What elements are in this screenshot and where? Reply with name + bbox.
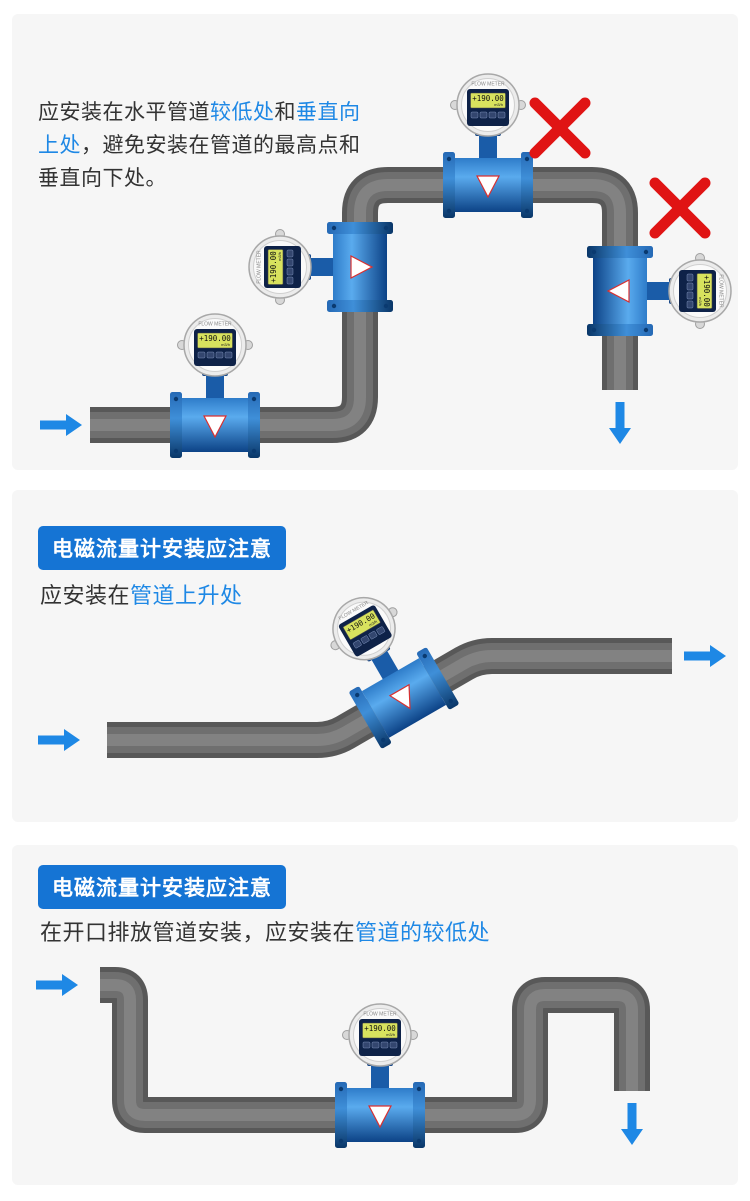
pipe-run xyxy=(100,967,650,1133)
desc-part: ，避免安装在管道的最高点和垂直向下处。 xyxy=(38,134,361,190)
pipe-diagram-positions xyxy=(40,73,732,459)
panel-install-positions: 应安装在水平管道较低处和垂直向上处，避免安装在管道的最高点和垂直向下处。 xyxy=(12,14,738,470)
pipe-diagram-discharge xyxy=(36,967,650,1149)
pipe-run xyxy=(90,167,638,443)
desc-part-highlight: 较低处 xyxy=(210,101,275,124)
panel-open-discharge: 电磁流量计安装应注意 在开口排放管道安装，应安装在管道的较低处 xyxy=(12,845,738,1185)
flow-arrow-right-icon xyxy=(38,729,80,751)
flow-arrow-down-icon xyxy=(621,1103,643,1145)
flowmeter-high-point xyxy=(442,73,534,219)
panel1-description: 应安装在水平管道较低处和垂直向上处，避免安装在管道的最高点和垂直向下处。 xyxy=(38,96,368,195)
desc-part: 应安装在水平管道 xyxy=(38,101,210,124)
heading-part: 应安装在 xyxy=(40,583,131,608)
notice-badge: 电磁流量计安装应注意 xyxy=(38,526,286,570)
flowmeter-low-point xyxy=(334,1003,426,1149)
flow-arrow-down-icon xyxy=(609,402,631,444)
flow-arrow-right-icon xyxy=(40,414,82,436)
panel2-heading: 应安装在管道上升处 xyxy=(40,578,243,610)
desc-part: 和 xyxy=(274,101,296,124)
panel-rising-pipe: 电磁流量计安装应注意 应安装在管道上升处 xyxy=(12,490,738,822)
flowmeter-vertical-down xyxy=(586,245,732,337)
heading-part: 在开口排放管道安装，应安装在 xyxy=(40,920,356,945)
flow-arrow-right-icon xyxy=(36,974,78,996)
flowmeter-vertical-up xyxy=(248,221,394,313)
notice-badge: 电磁流量计安装应注意 xyxy=(38,865,286,909)
desc-part-highlight: 垂直向上处 xyxy=(38,101,361,157)
flow-arrow-right-icon xyxy=(684,645,726,667)
panel3-heading: 在开口排放管道安装，应安装在管道的较低处 xyxy=(40,915,490,947)
flowmeter-horizontal-low xyxy=(169,313,261,459)
heading-part-highlight: 管道上升处 xyxy=(130,583,243,608)
error-cross-icon xyxy=(535,103,585,153)
pipe-diagram-rising xyxy=(38,578,726,758)
error-cross-icon xyxy=(655,183,705,233)
heading-part-highlight: 管道的较低处 xyxy=(355,920,491,945)
